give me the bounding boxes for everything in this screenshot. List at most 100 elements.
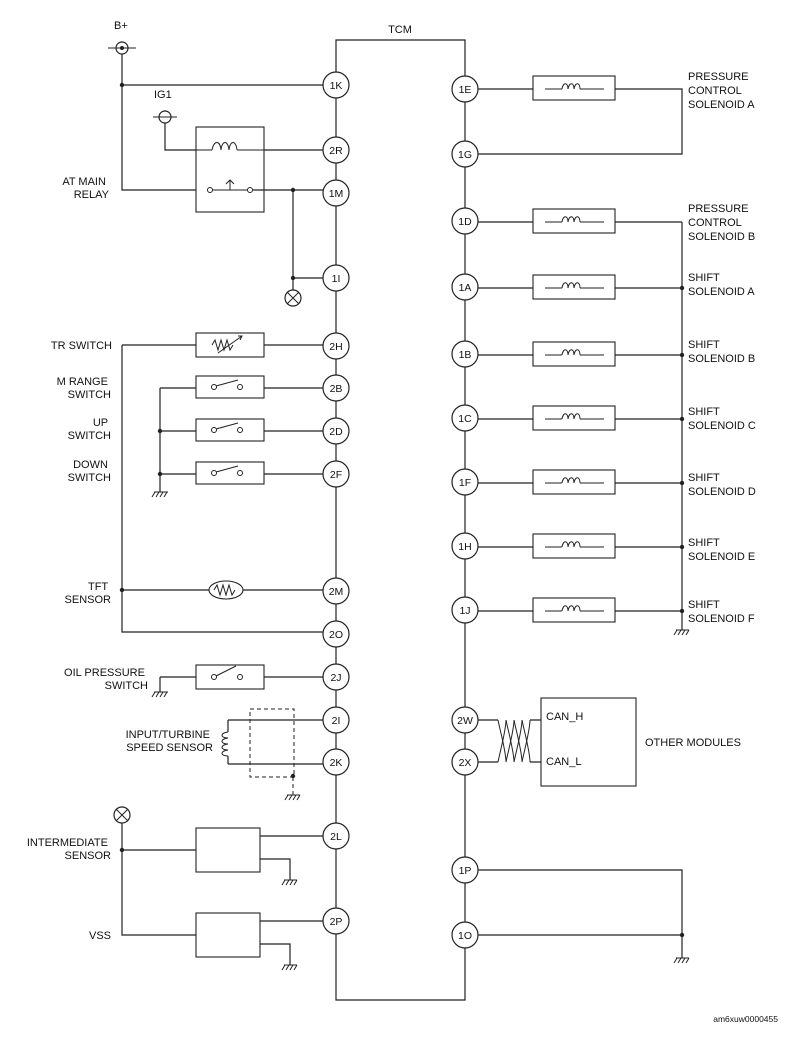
pin-circle [451, 856, 479, 884]
pin-circle [451, 404, 479, 432]
pin-circle [322, 706, 350, 734]
tcm-title: TCM [388, 24, 412, 36]
pin-label: 1A [459, 282, 472, 294]
pin-right-1g: 1G [451, 140, 479, 168]
pin-right-1e: 1E [451, 75, 479, 103]
pin-label: 1D [458, 216, 472, 228]
at-main-relay-label: AT MAIN RELAY [62, 176, 109, 201]
pin-left-2l: 2L [322, 822, 350, 850]
pin-circle [322, 264, 350, 292]
pin-label: 1E [459, 84, 472, 96]
shift-solenoid-c-label: SHIFT SOLENOID C [688, 406, 756, 432]
pin-label: 1J [459, 605, 470, 617]
pin-right-1f: 1F [451, 468, 479, 496]
other-modules-box [540, 697, 637, 787]
pin-right-1d: 1D [451, 207, 479, 235]
ignition-terminal [153, 110, 177, 124]
footer-code: am6xuw0000455 [713, 1014, 778, 1024]
pin-label: 2O [329, 629, 343, 641]
ground-icon [673, 957, 690, 964]
pin-right-2w: 2W [451, 706, 479, 734]
shift-solenoid-e-label: SHIFT SOLENOID E [688, 537, 755, 563]
m-range-switch-label: M RANGE SWITCH [57, 376, 111, 401]
intermediate-sensor-label: INTERMEDIATE SENSOR [27, 837, 111, 862]
shift-solenoid-a-label: SHIFT SOLENOID A [688, 272, 755, 298]
pin-circle [451, 468, 479, 496]
pin-circle [322, 136, 350, 164]
can-h-label: CAN_H [546, 711, 583, 723]
at-main-relay [195, 126, 323, 213]
pin-circle [322, 374, 350, 402]
pin-right-1b: 1B [451, 340, 479, 368]
pin-label: 1H [458, 541, 471, 553]
pin-left-2k: 2K [322, 748, 350, 776]
pin-left-2m: 2M [322, 577, 350, 605]
oil-pressure-switch [195, 664, 265, 690]
pin-label: 2J [330, 672, 341, 684]
pin-label: 2X [459, 757, 472, 769]
intermediate-sensor-box [195, 827, 261, 873]
pcs-b-label: PRESSURE CONTROL SOLENOID B [688, 203, 755, 243]
pin-label: 2M [329, 586, 344, 598]
pin-label: 2P [330, 916, 343, 928]
pin-label: 2B [330, 383, 343, 395]
pin-label: 2R [329, 145, 343, 157]
pcs-a-label: PRESSURE CONTROL SOLENOID A [688, 71, 755, 111]
up-switch [195, 418, 265, 442]
down-switch-label: DOWN SWITCH [68, 459, 111, 484]
pin-label: 2H [329, 341, 342, 353]
shift-solenoid-d-label: SHIFT SOLENOID D [688, 472, 756, 498]
battery-terminal [108, 41, 136, 55]
ground-icon [151, 491, 168, 498]
pin-circle [451, 532, 479, 560]
pin-circle [322, 748, 350, 776]
shift-solenoid-c [532, 405, 616, 431]
other-modules-label: OTHER MODULES [645, 737, 741, 749]
shift-solenoid-e [532, 533, 616, 559]
ground-icon [284, 794, 301, 801]
shift-solenoid-b-label: SHIFT SOLENOID B [688, 339, 755, 365]
pin-circle [322, 332, 350, 360]
pin-label: 2F [330, 469, 342, 481]
battery-label: B+ [114, 20, 128, 32]
pin-circle [322, 822, 350, 850]
input-turbine-speed-sensor [221, 708, 323, 795]
pin-right-1a: 1A [451, 273, 479, 301]
pin-label: 1K [330, 80, 343, 92]
input-turbine-speed-sensor-label: INPUT/TURBINE SPEED SENSOR [126, 729, 213, 754]
pin-label: 1P [459, 865, 472, 877]
pin-left-2f: 2F [322, 460, 350, 488]
pin-label: 1G [458, 149, 472, 161]
pin-right-1h: 1H [451, 532, 479, 560]
pin-circle [451, 748, 479, 776]
pin-label: 1I [332, 273, 341, 285]
pin-circle [451, 340, 479, 368]
ground-icon [151, 691, 168, 698]
tft-sensor-label: TFT SENSOR [65, 581, 112, 606]
pin-label: 1O [458, 930, 472, 942]
indicator-lamp-icon [284, 289, 302, 307]
pin-circle [451, 140, 479, 168]
pin-right-1o: 1O [451, 921, 479, 949]
pin-right-1p: 1P [451, 856, 479, 884]
pin-left-2j: 2J [322, 663, 350, 691]
indicator-lamp-icon [113, 806, 131, 824]
shift-solenoid-f [532, 597, 616, 623]
pin-circle [451, 596, 479, 624]
pin-circle [322, 663, 350, 691]
pin-left-2d: 2D [322, 417, 350, 445]
pin-circle [322, 460, 350, 488]
pin-label: 2K [330, 757, 343, 769]
tr-switch [195, 332, 265, 358]
tft-sensor [208, 580, 244, 600]
tcm-outline [335, 39, 466, 1001]
tr-switch-label: TR SWITCH [51, 340, 112, 352]
pin-left-2o: 2O [322, 620, 350, 648]
pin-left-2i: 2I [322, 706, 350, 734]
vss-box [195, 912, 261, 958]
shift-solenoid-f-label: SHIFT SOLENOID F [688, 599, 755, 625]
can-twisted-pair [478, 719, 545, 763]
